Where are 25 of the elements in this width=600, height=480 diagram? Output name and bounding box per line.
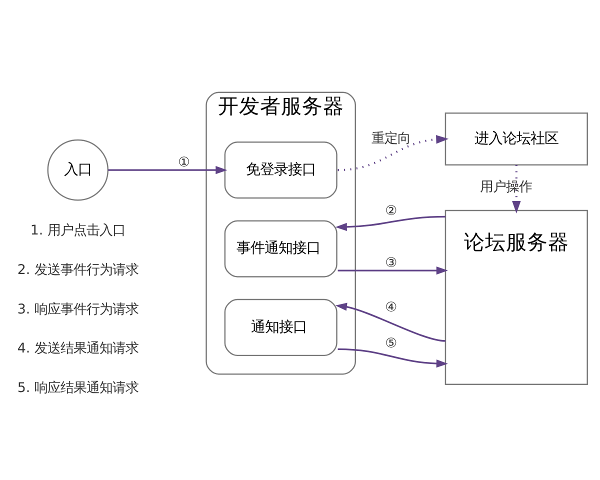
arrow [338, 266, 448, 274]
label: 1. 用户点击入口 [30, 223, 126, 238]
label: 4. 发送结果通知请求 [17, 341, 138, 356]
edge-label: ⑤ [385, 336, 398, 352]
label: 5. 响应结果通知请求 [17, 380, 138, 396]
edge-label: ③ [385, 255, 398, 270]
edge-label: 重定向 [372, 131, 411, 146]
label: 2. 发送事件行为请求 [17, 262, 138, 278]
arrow [512, 164, 521, 213]
label: 3. 响应事件行为请求 [17, 302, 138, 317]
edge-label: ④ [385, 300, 398, 315]
edge-label: ② [385, 204, 398, 219]
arrow [108, 166, 228, 174]
arrow [338, 348, 448, 368]
node-circle: 入口 [47, 138, 109, 200]
node-box: 事件通知接口 [224, 220, 338, 277]
arrow [335, 302, 446, 342]
node-box: 通知接口 [224, 298, 338, 356]
node-box: 进入论坛社区 [444, 112, 588, 166]
edge-label: ① [178, 154, 190, 170]
arrow [338, 134, 449, 171]
node-box: 论坛服务器 [444, 209, 588, 385]
node-box: 免登录接口 [224, 141, 338, 198]
edge-label: 用户操作 [480, 180, 532, 195]
arrow [335, 215, 446, 230]
